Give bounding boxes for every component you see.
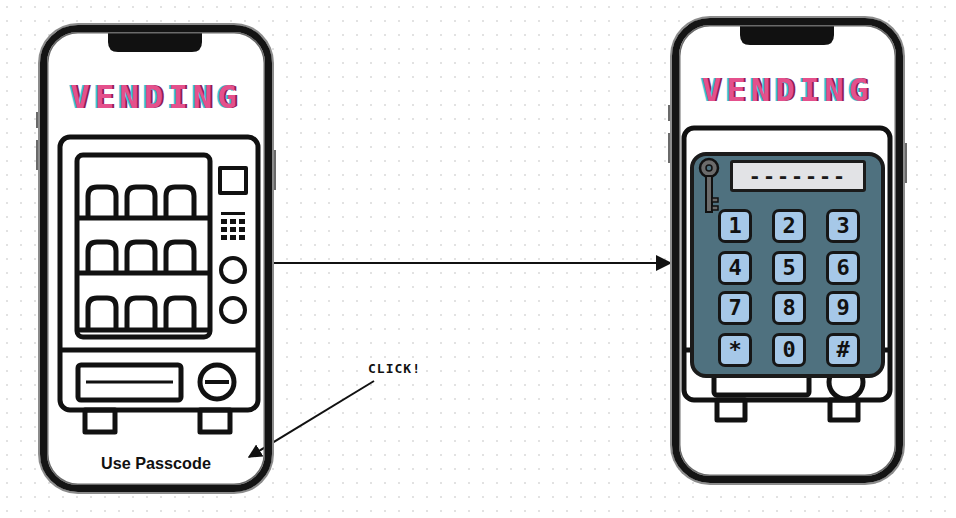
snack-items — [88, 187, 194, 328]
phone-screen — [47, 32, 265, 485]
keypad-dots — [221, 212, 245, 240]
shelf — [77, 328, 210, 333]
keypad-dot — [221, 212, 245, 215]
machine-button — [221, 298, 245, 322]
side-button — [903, 143, 907, 183]
keypad-key: 8 — [772, 291, 806, 325]
vending-machine — [60, 137, 258, 432]
keypad-key: 5 — [772, 251, 806, 285]
coin-return — [200, 365, 234, 399]
keypad-dot — [221, 219, 227, 224]
coin-panel — [220, 168, 246, 193]
key-label: 2 — [782, 214, 795, 238]
phone-screen — [679, 25, 896, 476]
key-label: 3 — [836, 214, 849, 238]
shelf — [77, 271, 210, 276]
passcode-link: Use Passcode — [47, 451, 265, 475]
keypad-key: 2 — [772, 209, 806, 243]
key-label: 4 — [728, 256, 741, 280]
machine-leg — [717, 400, 745, 420]
click-note: CLICK! — [366, 361, 423, 377]
keypad-dot — [230, 235, 236, 240]
key-tooth — [712, 206, 718, 210]
key-label: 7 — [728, 296, 741, 320]
phone-notch — [740, 25, 834, 45]
machine-window — [77, 155, 210, 337]
coin-return-line — [205, 380, 229, 384]
key-label: 0 — [782, 338, 795, 362]
keypad-dot — [239, 227, 245, 232]
machine-leg — [830, 400, 858, 420]
phone-frame: VENDING ------- 1 2 3 4 5 6 7 8 9 * 0 # — [672, 18, 903, 483]
slot-line — [86, 381, 173, 384]
key-bow — [700, 159, 718, 177]
keypad-key: 9 — [826, 291, 860, 325]
keypad-key: 4 — [718, 251, 752, 285]
key-icon — [697, 156, 725, 218]
machine-leg — [85, 410, 115, 432]
code-display: ------- — [730, 160, 866, 192]
key-label: 9 — [836, 296, 849, 320]
keypad-dot — [221, 235, 227, 240]
key-shaft — [706, 176, 712, 212]
key-tooth — [712, 198, 718, 202]
shelf — [77, 216, 210, 221]
keypad-key: 6 — [826, 251, 860, 285]
keypad-key: 7 — [718, 291, 752, 325]
keypad-dot — [221, 227, 227, 232]
vending-machine — [684, 128, 890, 420]
phone-frame: VENDING Use Passcode — [40, 25, 272, 492]
keypad-key: # — [826, 333, 860, 367]
key-label: * — [728, 338, 741, 362]
keypad-key: 3 — [826, 209, 860, 243]
keypad-key: * — [718, 333, 752, 367]
machine-body — [60, 137, 258, 410]
keypad-dot — [230, 227, 236, 232]
key-label: # — [836, 338, 849, 362]
dispense-slot — [78, 365, 181, 400]
machine-leg — [200, 410, 230, 432]
keypad-key: 0 — [772, 333, 806, 367]
app-title: VENDING — [47, 77, 265, 117]
keypad-panel: ------- 1 2 3 4 5 6 7 8 9 * 0 # — [690, 152, 885, 378]
phone-notch — [108, 32, 202, 52]
key-label: 6 — [836, 256, 849, 280]
machine-button — [221, 258, 245, 282]
keypad-dot — [239, 219, 245, 224]
key-label: 5 — [782, 256, 795, 280]
flow-arrow — [272, 262, 672, 264]
machine-body — [684, 128, 890, 400]
side-button — [272, 150, 276, 190]
keypad-dot — [239, 235, 245, 240]
key-label: 1 — [728, 214, 741, 238]
keypad-key: 1 — [718, 209, 752, 243]
machine-divider — [60, 348, 258, 353]
keypad-dot — [230, 219, 236, 224]
key-hole — [706, 165, 712, 171]
key-label: 8 — [782, 296, 795, 320]
app-title: VENDING — [679, 70, 896, 110]
